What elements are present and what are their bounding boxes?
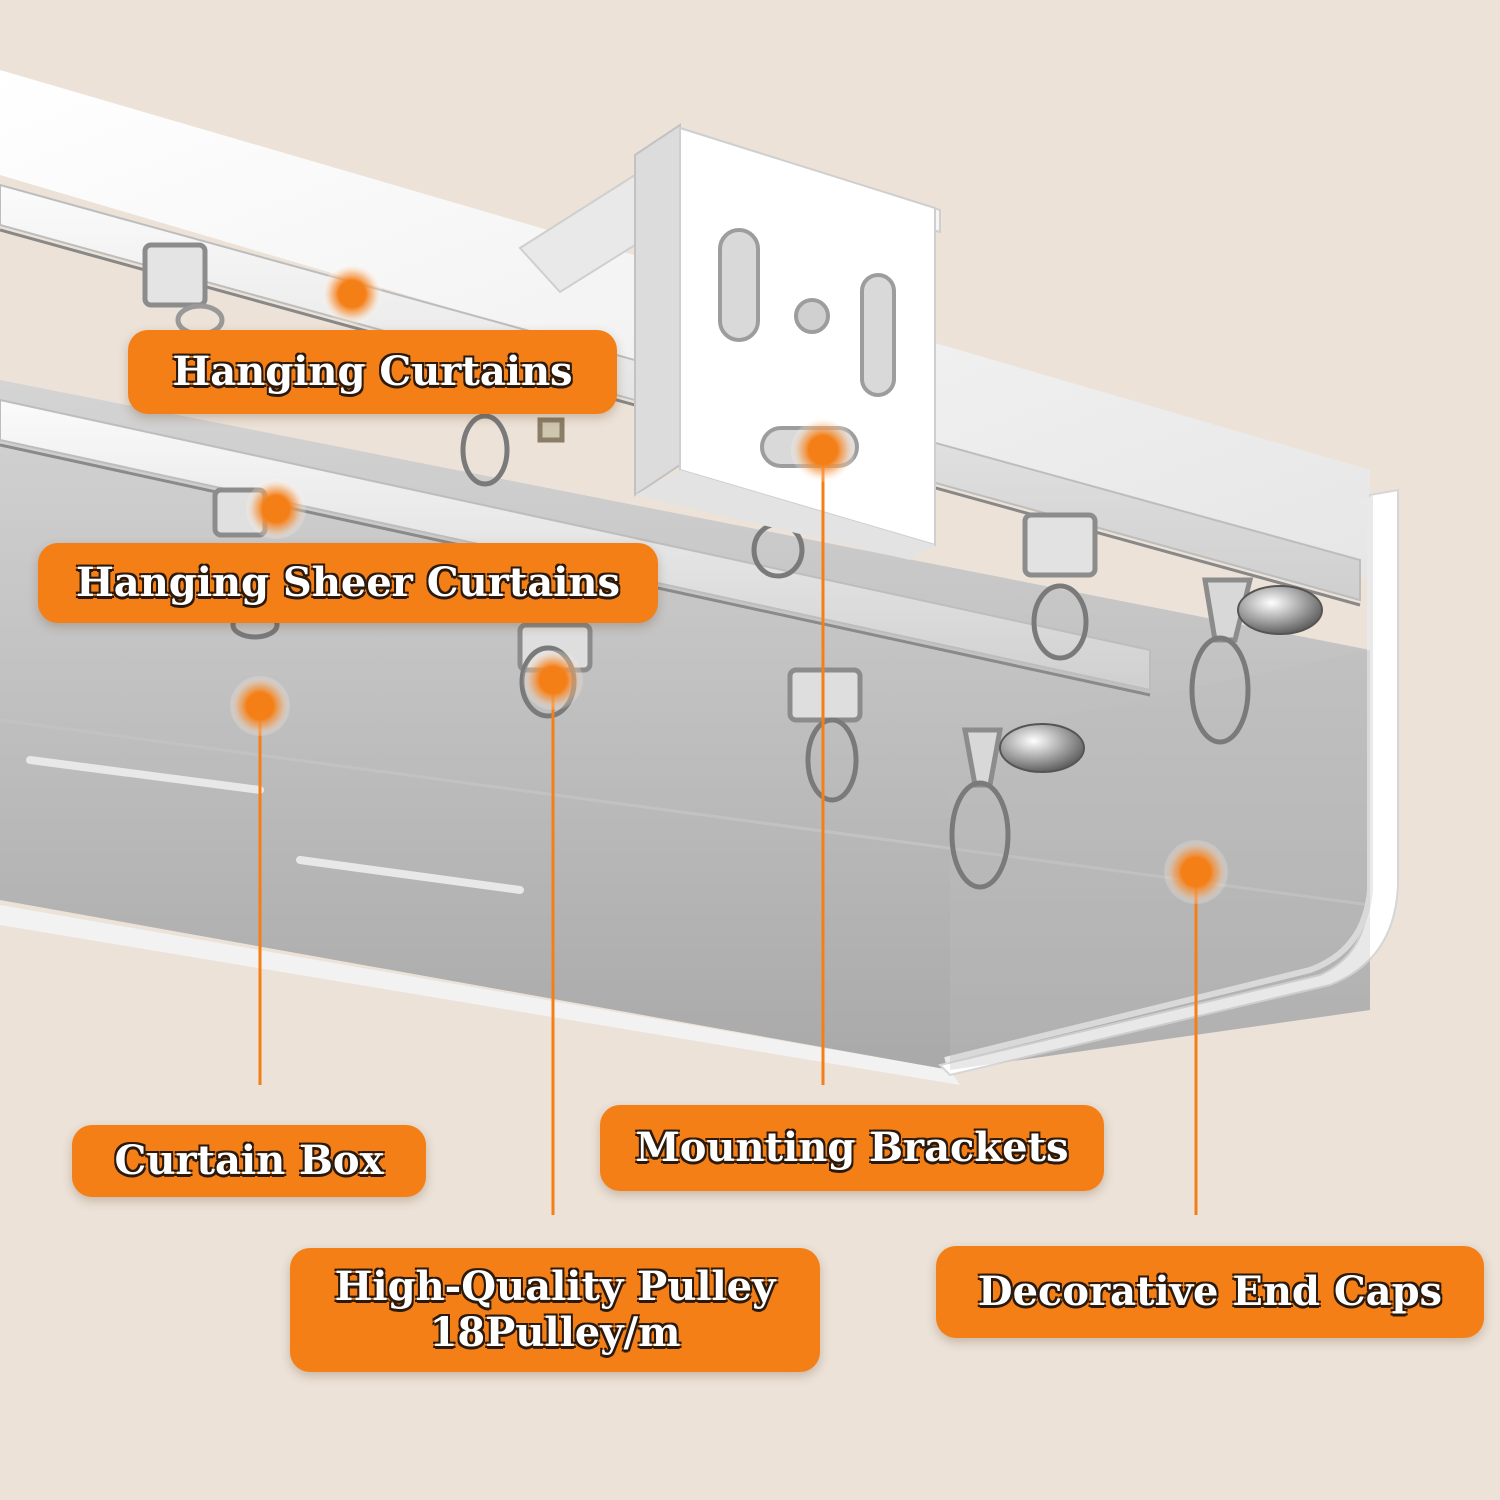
runner bbox=[1022, 512, 1098, 661]
label-decorative-end-caps-text: Decorative End Caps bbox=[977, 1268, 1443, 1315]
label-mounting-brackets: Mounting Brackets bbox=[600, 1105, 1104, 1191]
label-pulley-line1: High-Quality Pulley bbox=[334, 1263, 776, 1310]
runner bbox=[142, 242, 225, 337]
dot-curtain-box bbox=[230, 676, 290, 736]
label-decorative-end-caps: Decorative End Caps bbox=[936, 1246, 1484, 1338]
runner bbox=[787, 667, 863, 803]
label-curtain-box: Curtain Box bbox=[72, 1125, 426, 1197]
label-curtain-box-text: Curtain Box bbox=[114, 1137, 384, 1184]
label-hanging-sheer-curtains-text: Hanging Sheer Curtains bbox=[76, 559, 620, 606]
label-hanging-curtains-text: Hanging Curtains bbox=[172, 348, 573, 395]
dot-hanging-sheer-curtains bbox=[246, 479, 306, 539]
dot-pulley bbox=[523, 650, 583, 710]
end-cap-screws bbox=[999, 585, 1323, 773]
label-pulley-line2: 18Pulley/m bbox=[429, 1309, 681, 1356]
leader-lines bbox=[258, 450, 1198, 1215]
mounting-bracket bbox=[518, 123, 941, 560]
indicator-dots bbox=[230, 264, 1228, 904]
dot-hanging-curtains bbox=[322, 264, 382, 324]
runner bbox=[949, 727, 1011, 890]
dot-end-caps bbox=[1164, 840, 1228, 904]
label-mounting-brackets-text: Mounting Brackets bbox=[635, 1124, 1069, 1171]
dot-mounting-brackets bbox=[791, 418, 855, 482]
pulley-runners bbox=[142, 242, 1254, 890]
runner bbox=[460, 413, 565, 487]
label-high-quality-pulley: High-Quality Pulley 18Pulley/m bbox=[290, 1248, 820, 1372]
label-hanging-curtains: Hanging Curtains bbox=[128, 330, 617, 414]
label-hanging-sheer-curtains: Hanging Sheer Curtains bbox=[38, 543, 658, 623]
runner bbox=[1189, 577, 1254, 745]
